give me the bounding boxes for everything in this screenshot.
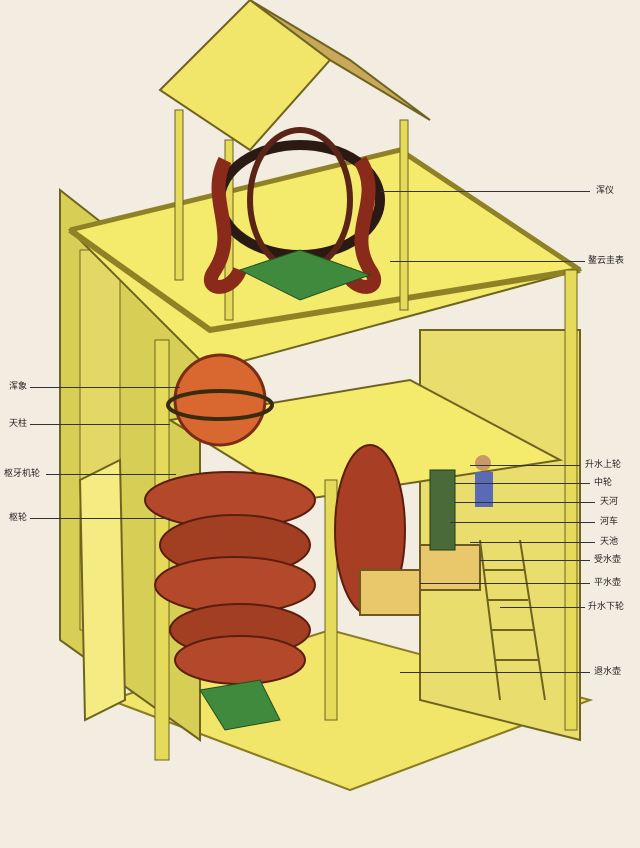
celestial-globe bbox=[173, 353, 267, 447]
leader-river-cart bbox=[450, 522, 595, 523]
label-river-cart: 河车 bbox=[600, 517, 619, 527]
level-tank bbox=[359, 569, 421, 616]
label-level-tank: 平水壶 bbox=[594, 578, 622, 588]
chain-lift bbox=[429, 469, 456, 551]
label-pivot-wheel: 枢轮 bbox=[9, 513, 28, 523]
leader-pivot-wheel bbox=[30, 518, 170, 519]
pavilion-roof-right bbox=[249, 0, 431, 121]
worker-head bbox=[475, 455, 491, 471]
label-gear-wheel: 枢牙机轮 bbox=[4, 469, 41, 479]
leader-celestial-globe bbox=[30, 387, 180, 388]
leader-armillary bbox=[380, 191, 590, 192]
wheel-tier bbox=[174, 635, 306, 685]
label-upper-lift-wheel: 升水上轮 bbox=[585, 460, 622, 470]
dragon-left bbox=[204, 156, 247, 294]
leader-level-tank bbox=[420, 583, 590, 584]
label-celestial-globe: 浑象 bbox=[9, 382, 28, 392]
leader-sky-pillar bbox=[30, 424, 170, 425]
worker-body bbox=[475, 472, 493, 507]
armillary-base bbox=[238, 249, 372, 301]
drive-shaft-base bbox=[199, 679, 281, 731]
staircase bbox=[479, 539, 546, 701]
leader-sky-pool bbox=[470, 542, 595, 543]
leader-gear-wheel bbox=[46, 474, 176, 475]
label-receiving-tank: 受水壶 bbox=[594, 555, 622, 565]
leader-lower-lift-wheel bbox=[500, 607, 585, 608]
front-post-middle bbox=[324, 479, 338, 721]
label-lower-lift-wheel: 升水下轮 bbox=[588, 602, 625, 612]
leader-middle-wheel bbox=[455, 483, 590, 484]
leader-river bbox=[455, 502, 595, 503]
label-sky-pillar: 天柱 bbox=[9, 419, 28, 429]
front-post-right bbox=[564, 269, 578, 731]
label-middle-wheel: 中轮 bbox=[594, 478, 613, 488]
label-river: 天河 bbox=[600, 497, 619, 507]
pavilion-post bbox=[399, 119, 409, 311]
leader-receiving-tank bbox=[480, 560, 590, 561]
label-drain-tank: 退水壶 bbox=[594, 667, 622, 677]
label-dragon-pillar: 鳌云圭表 bbox=[588, 256, 625, 266]
leader-dragon-pillar bbox=[390, 261, 585, 262]
pavilion-post bbox=[174, 109, 184, 281]
globe-horizon-ring bbox=[166, 389, 274, 421]
dragon-right bbox=[338, 156, 381, 294]
deck-railing-front bbox=[68, 227, 581, 334]
label-sky-pool: 天池 bbox=[600, 537, 619, 547]
left-door bbox=[78, 458, 127, 722]
label-armillary: 浑仪 bbox=[596, 186, 615, 196]
leader-upper-lift-wheel bbox=[470, 465, 580, 466]
leader-drain-tank bbox=[400, 672, 590, 673]
receiving-tank bbox=[419, 544, 481, 591]
